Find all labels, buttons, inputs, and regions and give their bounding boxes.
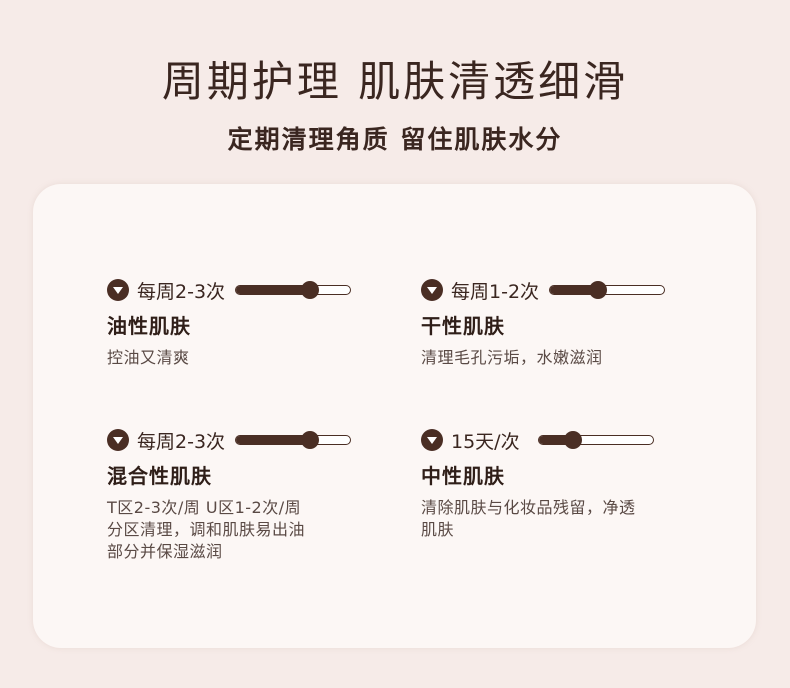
slider-fill	[236, 436, 311, 444]
frequency-label: 15天/次	[451, 430, 520, 453]
chevron-down-icon	[107, 429, 129, 451]
page-title: 周期护理 肌肤清透细滑	[161, 57, 629, 106]
chevron-down-icon	[107, 279, 129, 301]
page-subtitle: 定期清理角质 留住肌肤水分	[227, 125, 563, 154]
chevron-down-icon	[421, 279, 443, 301]
skin-type-description: 控油又清爽	[107, 348, 190, 367]
skin-type-description: T区2-3次/周 U区1-2次/周 分区清理，调和肌肤易出油 部分并保湿滋润	[107, 498, 306, 561]
skin-type-label: 中性肌肤	[421, 464, 505, 488]
slider-fill	[236, 286, 311, 294]
frequency-label: 每周1-2次	[451, 280, 540, 303]
slider-fill	[538, 436, 573, 444]
frequency-slider	[537, 431, 654, 449]
slider-knob	[301, 281, 320, 299]
skin-type-description: 清理毛孔污垢，水嫩滋润	[421, 348, 603, 367]
slider-knob	[588, 281, 607, 299]
chevron-down-icon	[421, 429, 443, 451]
skin-type-label: 混合性肌肤	[107, 464, 212, 488]
skin-type-description: 清除肌肤与化妆品残留，净透 肌肤	[421, 498, 636, 539]
care-item-oily: 每周2-3次 油性肌肤 控油又清爽	[107, 276, 407, 369]
frequency-slider	[235, 431, 352, 449]
skin-type-label: 干性肌肤	[421, 314, 505, 338]
frequency-slider	[549, 281, 666, 299]
care-item-normal: 15天/次 中性肌肤 清除肌肤与化妆品残留，净透 肌肤	[421, 426, 721, 541]
frequency-slider	[235, 281, 352, 299]
care-item-dry: 每周1-2次 干性肌肤 清理毛孔污垢，水嫩滋润	[421, 276, 721, 369]
skin-type-label: 油性肌肤	[107, 314, 191, 338]
frequency-row: 每周1-2次	[421, 276, 721, 304]
slider-knob	[563, 431, 582, 449]
care-card: 每周2-3次 油性肌肤 控油又清爽 每周1-2次 干性肌肤 清理毛孔污垢，水嫩滋…	[33, 184, 756, 648]
frequency-label: 每周2-3次	[137, 280, 226, 303]
slider-fill	[550, 286, 598, 294]
frequency-row: 每周2-3次	[107, 276, 407, 304]
frequency-row: 15天/次	[421, 426, 721, 454]
frequency-label: 每周2-3次	[137, 430, 226, 453]
care-item-combination: 每周2-3次 混合性肌肤 T区2-3次/周 U区1-2次/周 分区清理，调和肌肤…	[107, 426, 407, 563]
slider-knob	[301, 431, 320, 449]
frequency-row: 每周2-3次	[107, 426, 407, 454]
